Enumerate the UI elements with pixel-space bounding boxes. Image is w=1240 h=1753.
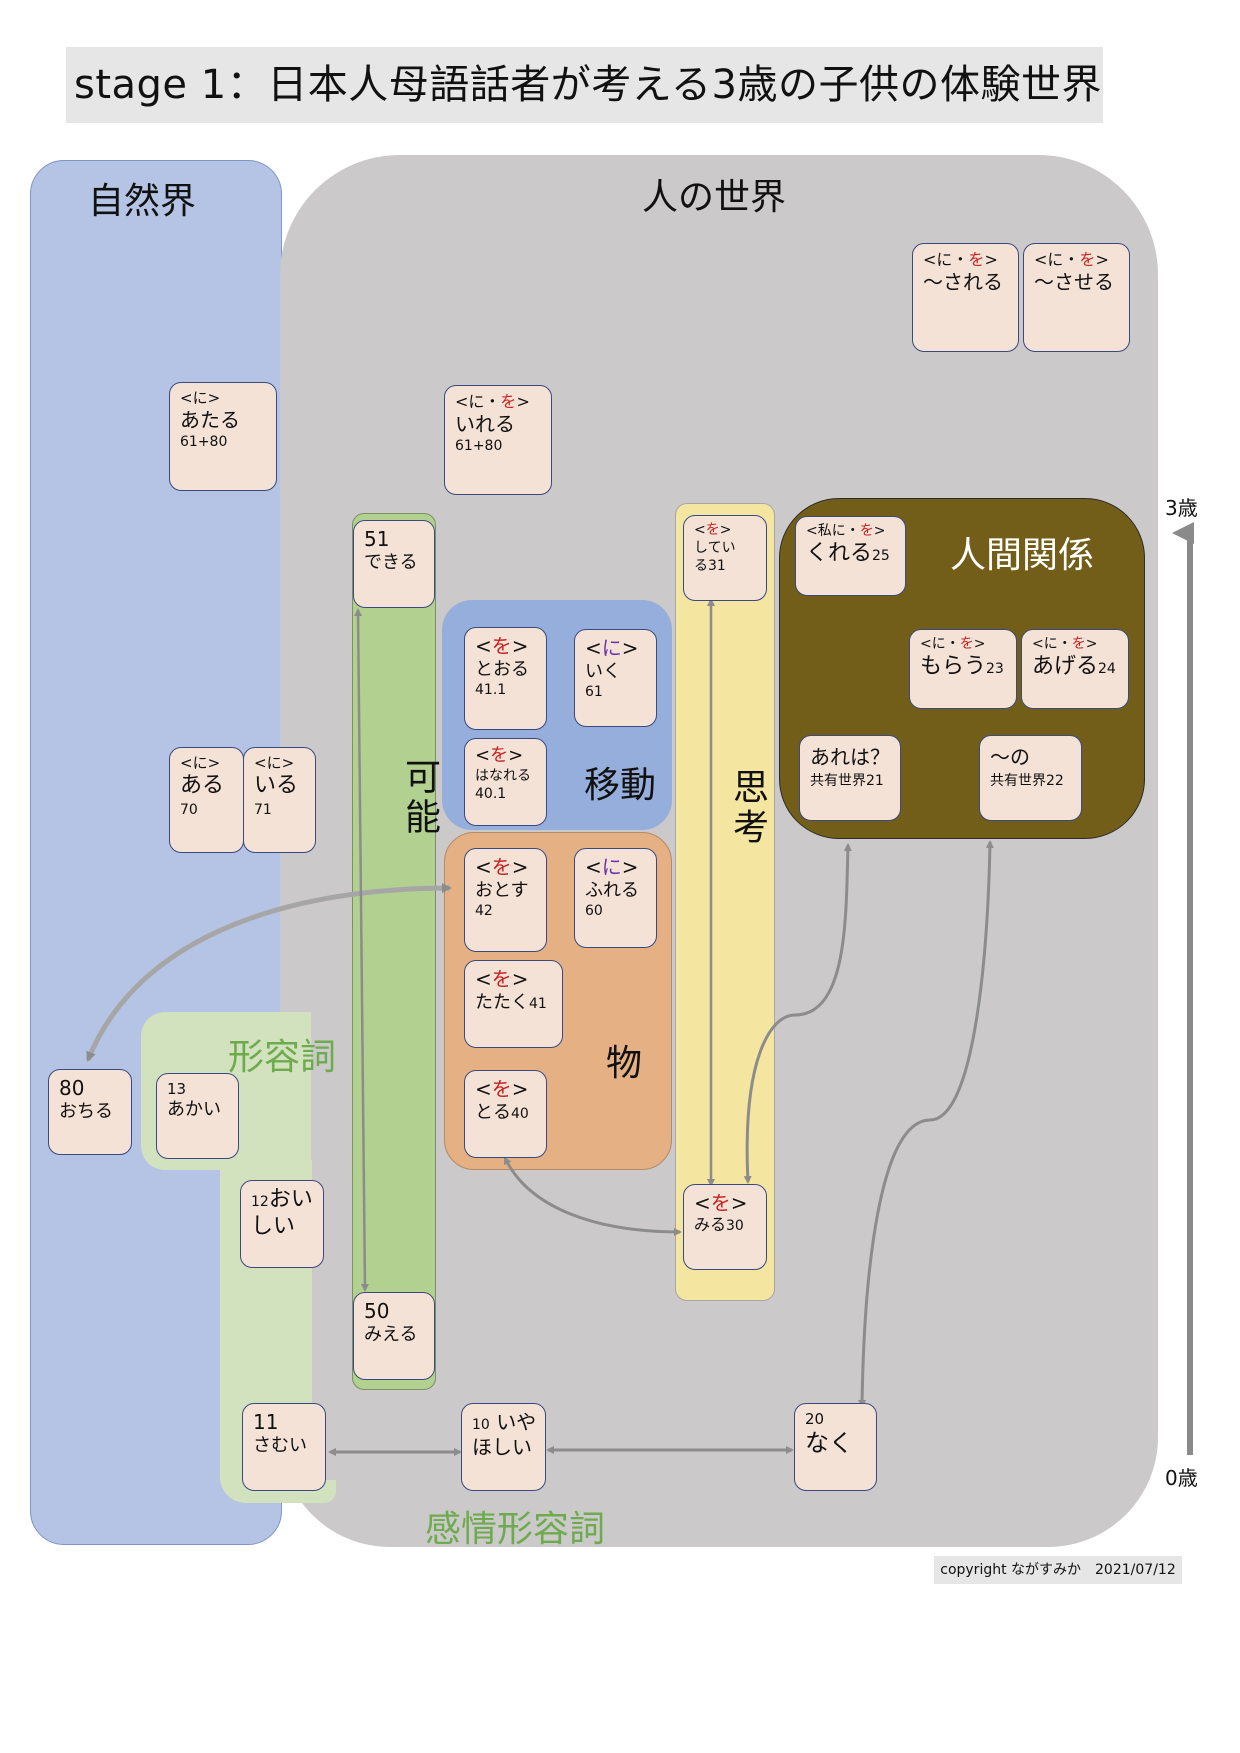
card-aru[interactable]: <に> ある 70 <box>169 747 244 853</box>
page-title: stage 1：日本人母語話者が考える3歳の子供の体験世界 <box>66 47 1103 123</box>
label-emotion-adjective: 感情形容詞 <box>425 1509 606 1550</box>
card-mieru[interactable]: 50 みえる <box>353 1292 435 1380</box>
card-oishii[interactable]: 12おい しい <box>240 1180 324 1268</box>
card-ireru[interactable]: <に・を> いれる 61+80 <box>444 385 552 495</box>
label-human-relations: 人間関係 <box>950 535 1095 576</box>
copyright: copyright ながすみか 2021/07/12 <box>934 1556 1182 1584</box>
arrow-dekiru-mieru <box>354 608 369 1292</box>
card-iya-hoshii[interactable]: 10 いや ほしい <box>461 1403 546 1491</box>
card-dekiru[interactable]: 51 できる <box>353 520 435 608</box>
card-ataru[interactable]: <に> あたる 61+80 <box>169 382 277 491</box>
card-tooru[interactable]: <を> とおる 41.1 <box>464 627 547 730</box>
card-no[interactable]: 〜の 共有世界22 <box>979 735 1082 821</box>
label-human-world: 人の世界 <box>642 177 787 218</box>
card-iku[interactable]: <に> いく 61 <box>574 629 657 727</box>
label-thought: 思考 <box>727 768 768 848</box>
arrow-otosu-ochiru <box>85 883 452 1062</box>
card-fureru[interactable]: <に> ふれる 60 <box>574 848 657 948</box>
card-akai[interactable]: 13 あかい <box>156 1073 239 1159</box>
arrow-miru-arewa <box>743 843 852 1184</box>
card-otosu[interactable]: <を> おとす 42 <box>464 848 547 952</box>
axis-label-0yrs: 0歳 <box>1165 1466 1198 1490</box>
label-potential: 可能 <box>399 758 440 838</box>
arrow-toru-miru <box>503 1156 682 1236</box>
card-ageru[interactable]: <に・を> あげる24 <box>1021 629 1129 709</box>
card-shiteiru[interactable]: <を> してい る31 <box>683 515 767 601</box>
arrow-naku-no <box>858 840 994 1408</box>
label-movement: 移動 <box>584 765 657 806</box>
card-kureru[interactable]: <私に・を> くれる25 <box>795 516 906 596</box>
card-morau[interactable]: <に・を> もらう23 <box>909 629 1017 709</box>
card-ochiru[interactable]: 80 おちる <box>48 1069 132 1155</box>
card-saseru[interactable]: <に・を> 〜させる <box>1023 243 1130 352</box>
card-hanareru[interactable]: <を> はなれる 40.1 <box>464 738 547 826</box>
card-miru[interactable]: <を> みる30 <box>683 1184 767 1270</box>
card-naku[interactable]: 20 なく <box>794 1403 877 1491</box>
card-sareru[interactable]: <に・を> 〜される <box>912 243 1019 352</box>
card-arewa[interactable]: あれは？ 共有世界21 <box>799 735 901 821</box>
card-tataku[interactable]: <を> たたく41 <box>464 960 563 1048</box>
card-iru[interactable]: <に> いる 71 <box>243 747 316 853</box>
card-samui[interactable]: 11 さむい <box>242 1403 326 1491</box>
card-toru[interactable]: <を> とる40 <box>464 1070 547 1158</box>
axis-label-3yrs: 3歳 <box>1165 496 1198 520</box>
label-object: 物 <box>606 1043 643 1084</box>
label-natural-world: 自然界 <box>88 181 197 222</box>
